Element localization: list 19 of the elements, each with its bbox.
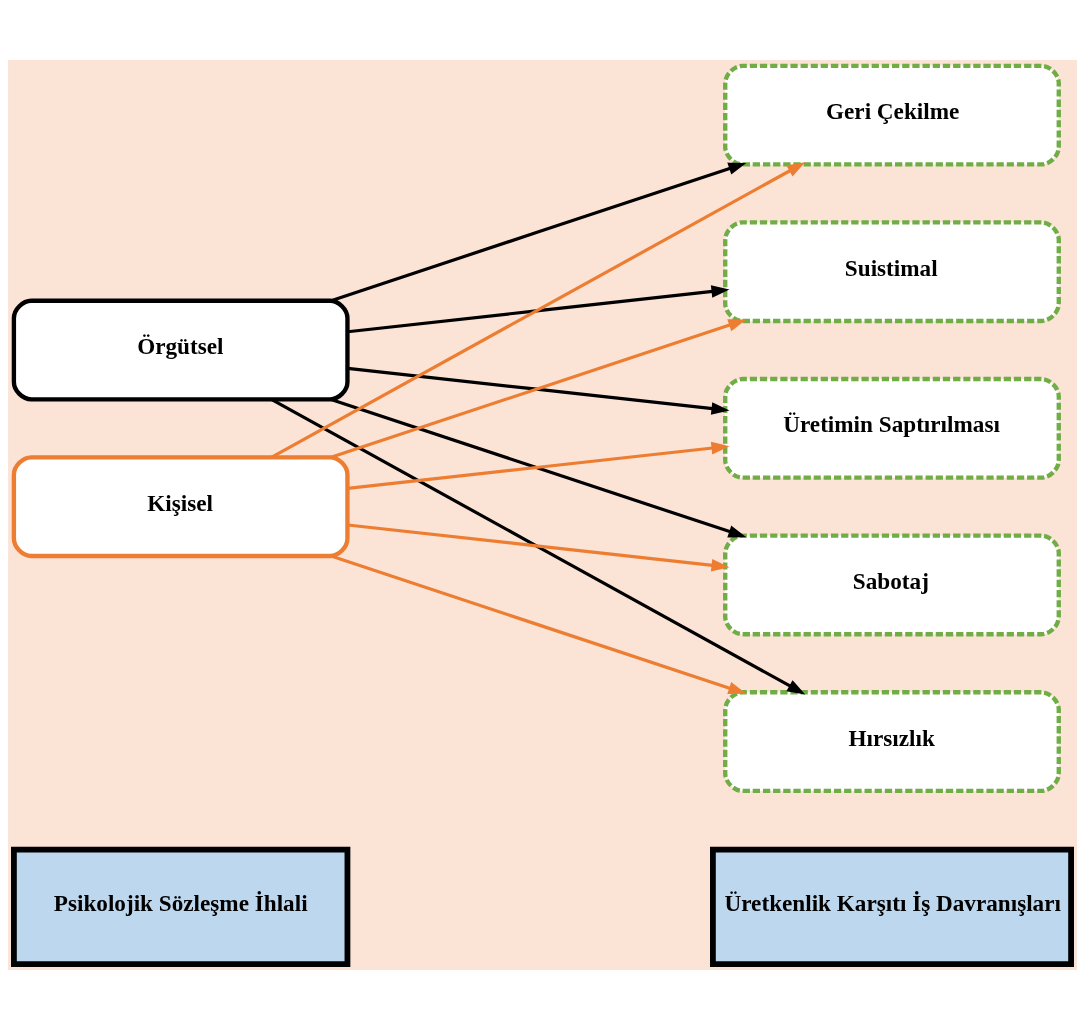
- arrow: [330, 162, 747, 303]
- arrow: [347, 523, 730, 572]
- node-box: Kişisel: [11, 455, 350, 559]
- arrow: [330, 554, 747, 695]
- arrow: [271, 398, 806, 695]
- arrow: [330, 319, 747, 459]
- arrow: [347, 441, 730, 490]
- node-box: Geri Çekilme: [723, 63, 1061, 167]
- arrow: [330, 397, 747, 538]
- arrow: [271, 162, 806, 459]
- arrow: [347, 285, 730, 334]
- node-box: Sabotaj: [723, 533, 1061, 637]
- node-box: Psikolojik Sözleşme İhlali: [11, 846, 351, 968]
- node-box: Üretimin Saptırılması: [723, 376, 1061, 480]
- node-box: Suistimal: [723, 220, 1061, 324]
- node-box: Örgütsel: [11, 298, 350, 402]
- node-box: Hırsızlık: [723, 690, 1061, 794]
- arrow: [347, 366, 730, 415]
- node-box: Üretkenlik Karşıtı İş Davranışları: [710, 846, 1074, 968]
